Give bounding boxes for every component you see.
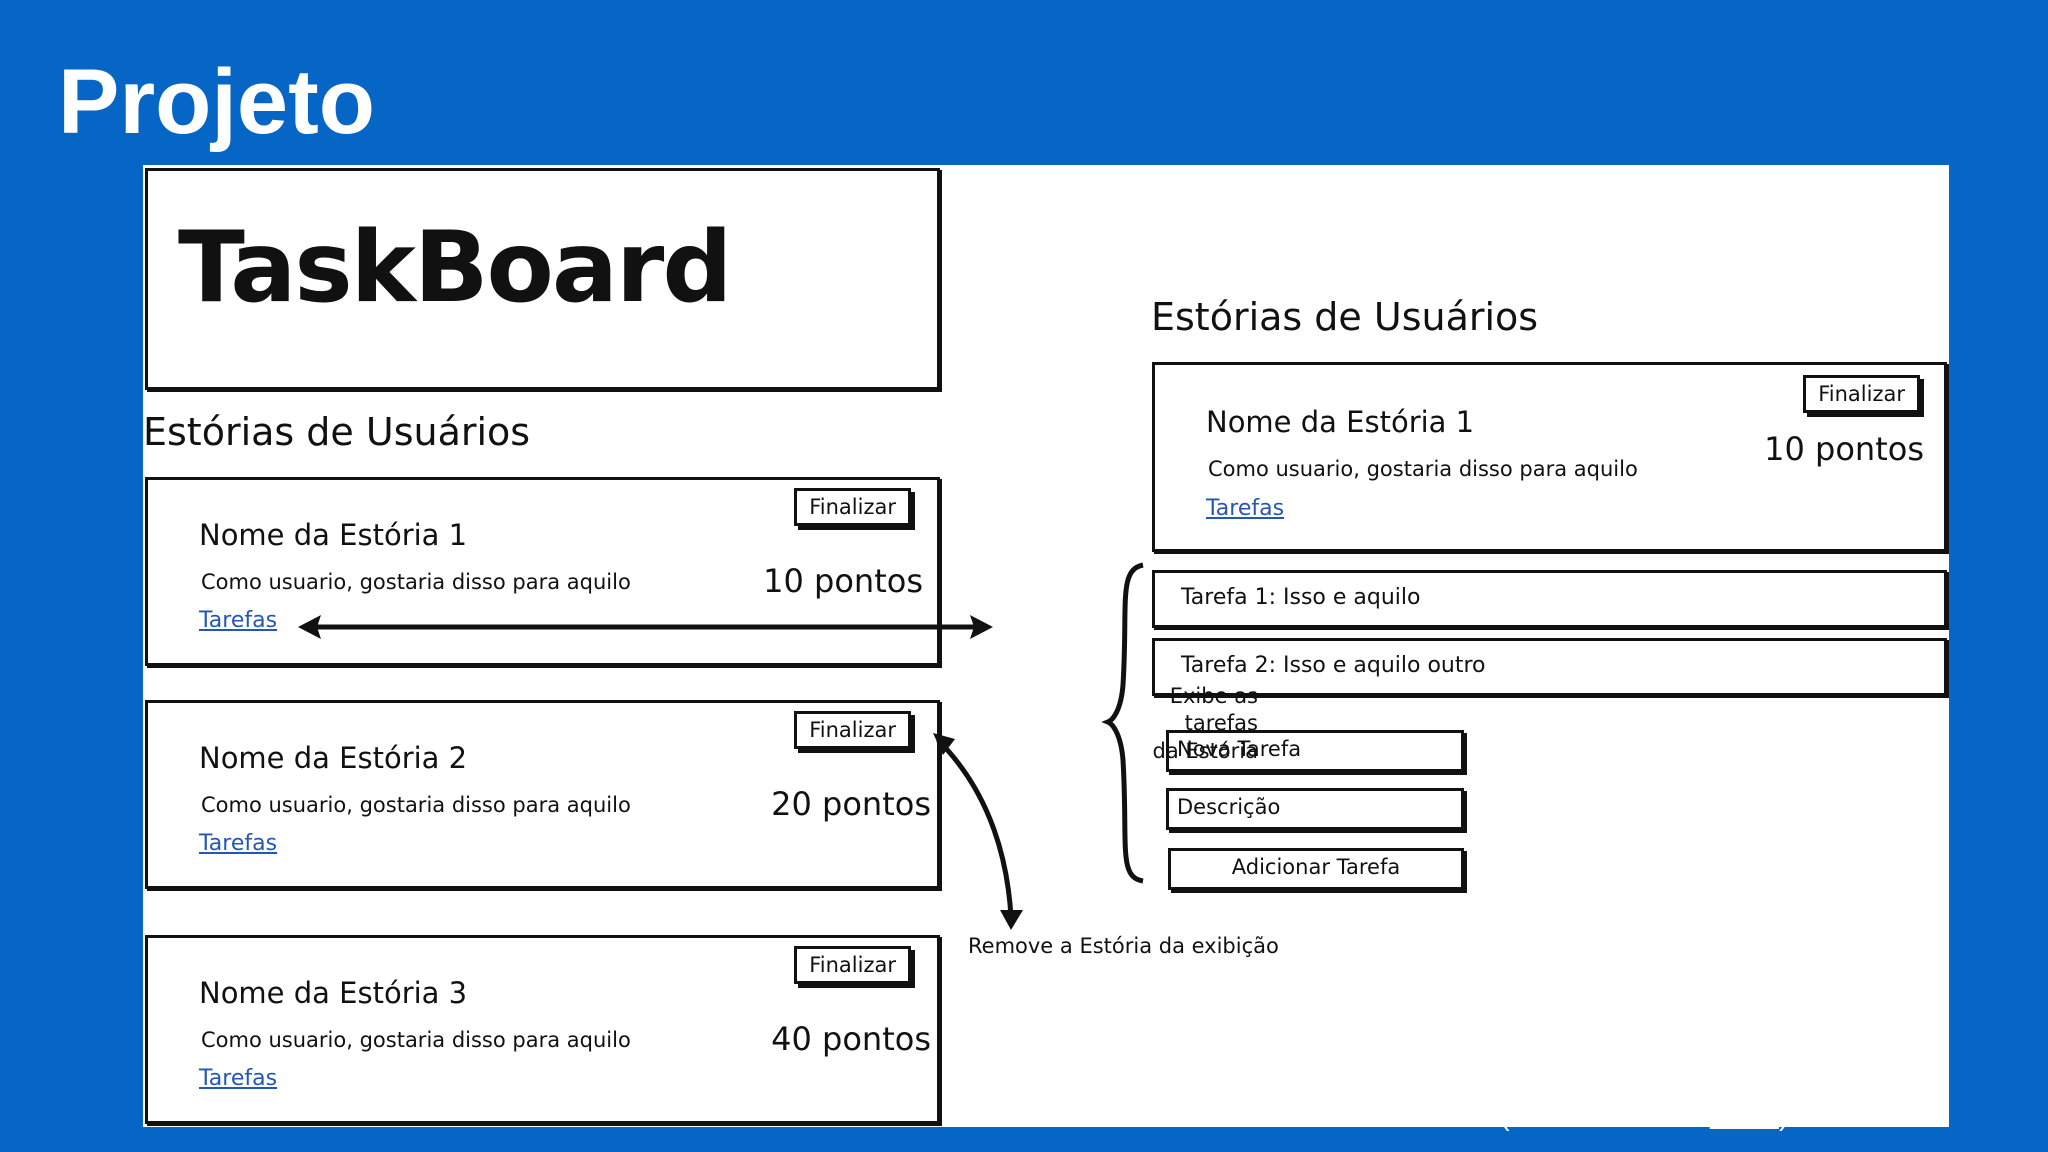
new-task-input[interactable]: Nova Tarefa [1166,730,1464,772]
credit-prefix: ( [1500,1100,1510,1132]
story-description: Como usuario, gostaria disso para aquilo [201,570,631,594]
curved-arrow-tail [933,733,955,755]
story-name: Nome da Estória 1 [199,518,468,552]
story-description: Como usuario, gostaria disso para aquilo [1208,457,1638,481]
story-name: Nome da Estória 1 [1206,405,1475,439]
story-points: 40 pontos [771,1020,931,1058]
add-task-button[interactable]: Adicionar Tarefa [1168,848,1464,890]
app-logo: TaskBoard [178,211,732,325]
annotation-line: da Estória [1152,738,1258,763]
story-tasks-link[interactable]: Tarefas [199,1066,278,1091]
description-input[interactable]: Descrição [1166,788,1464,830]
annotation-arrows [298,562,1144,930]
credit: ( l.com) [1500,1100,1789,1133]
remove-story-annotation: Remove a Estória da exibição [968,934,1279,958]
story-name: Nome da Estória 3 [199,976,468,1010]
story-card-2: Nome da Estória 2 Como usuario, gostaria… [145,700,940,889]
story-name: Nome da Estória 2 [199,741,468,775]
brace-icon [1101,562,1144,884]
task-row: Tarefa 1: Isso e aquilo [1152,570,1947,628]
story-tasks-link[interactable]: Tarefas [199,831,278,856]
app-header: TaskBoard [145,168,940,390]
curved-arrow-head [1000,910,1023,930]
finalize-button[interactable]: Finalizar [794,488,911,526]
story-description: Como usuario, gostaria disso para aquilo [201,1028,631,1052]
story-card-3: Nome da Estória 3 Como usuario, gostaria… [145,935,940,1124]
task-label: Tarefa 2: Isso e aquilo outro [1181,653,1486,678]
annotation-line: tarefas [1184,711,1258,736]
story-tasks-link[interactable]: Tarefas [1206,496,1285,521]
finalize-button[interactable]: Finalizar [794,946,911,984]
slide-title: Projeto [58,51,375,153]
story-points: 10 pontos [763,562,923,600]
story-description: Como usuario, gostaria disso para aquilo [201,793,631,817]
story-detail-card: Nome da Estória 1 Como usuario, gostaria… [1152,362,1947,552]
show-tasks-annotation: Exibe as tarefas da Estória [988,683,1258,765]
arrow-head-right [970,615,993,639]
arrow-head-left [298,615,321,639]
annotation-line: Exibe as [1169,684,1258,708]
finalize-button[interactable]: Finalizar [1803,375,1920,413]
task-row: Tarefa 2: Isso e aquilo outro [1152,638,1947,696]
story-tasks-link[interactable]: Tarefas [199,608,278,633]
credit-suffix: ) [1778,1100,1789,1132]
story-points: 10 pontos [1764,430,1924,468]
finalize-button[interactable]: Finalizar [794,711,911,749]
story-card-1: Nome da Estória 1 Como usuario, gostaria… [145,477,940,666]
right-section-title: Estórias de Usuários [1151,295,1539,339]
left-section-title: Estórias de Usuários [143,410,531,454]
task-label: Tarefa 1: Isso e aquilo [1181,585,1421,610]
story-points: 20 pontos [771,785,931,823]
credit-link[interactable]: l.com [1709,1100,1779,1132]
curved-arrow [936,738,1014,918]
wireframe-mockup: TaskBoard Estórias de Usuários Nome da E… [143,165,1949,1127]
